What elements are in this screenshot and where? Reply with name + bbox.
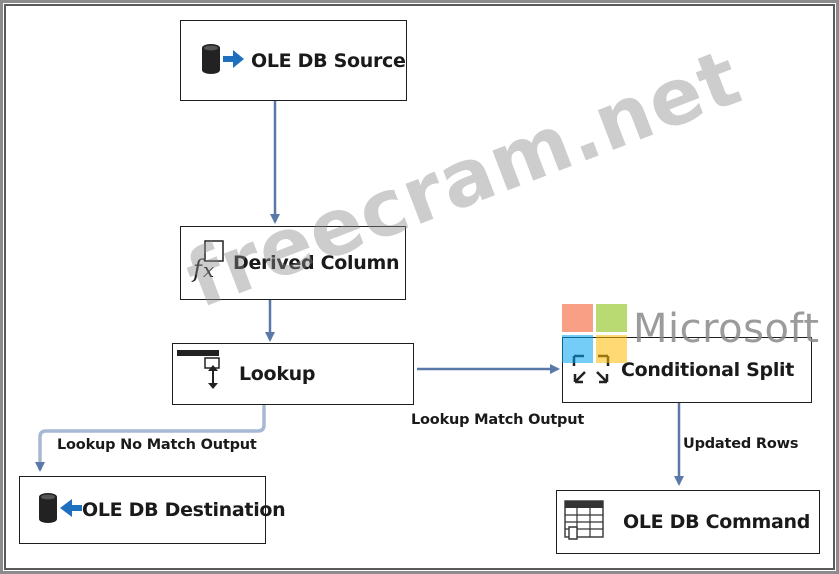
conditional-split-label: Conditional Split xyxy=(621,359,795,381)
function-fx-icon: f x xyxy=(189,239,229,287)
lookup-node[interactable]: Lookup xyxy=(172,343,414,405)
conditional-split-node[interactable]: Conditional Split xyxy=(562,337,812,403)
lookup-no-match-label: Lookup No Match Output xyxy=(57,437,257,453)
lookup-icon xyxy=(175,349,225,399)
ole-db-destination-label: OLE DB Destination xyxy=(82,499,286,521)
lookup-match-label: Lookup Match Output xyxy=(411,412,585,428)
ole-db-source-label: OLE DB Source xyxy=(251,49,406,72)
command-table-icon xyxy=(563,499,605,545)
ole-db-command-label: OLE DB Command xyxy=(623,511,811,533)
ole-db-destination-node[interactable]: OLE DB Destination xyxy=(19,476,286,544)
database-destination-icon xyxy=(38,492,84,528)
svg-text:x: x xyxy=(203,258,214,282)
derived-column-node[interactable]: f x Derived Column xyxy=(180,226,406,300)
derived-column-label: Derived Column xyxy=(233,252,400,274)
edge-lookup-to-destination xyxy=(35,405,266,472)
conditional-split-icon xyxy=(571,348,611,392)
updated-rows-label: Updated Rows xyxy=(683,436,799,452)
ole-db-command-node[interactable]: OLE DB Command xyxy=(556,490,820,554)
ole-db-source-node[interactable]: OLE DB Source xyxy=(180,20,407,101)
database-source-icon xyxy=(201,43,247,79)
lookup-label: Lookup xyxy=(239,363,316,385)
